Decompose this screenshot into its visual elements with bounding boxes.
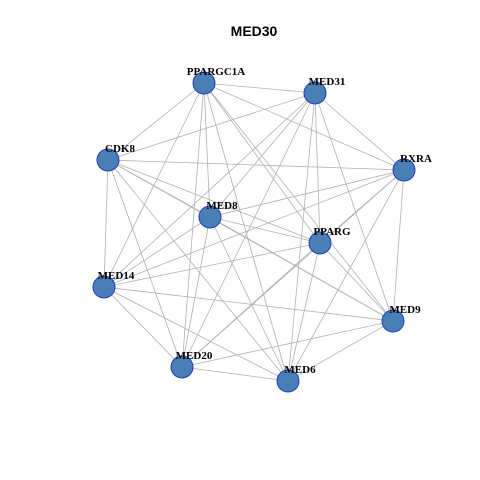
node-circle[interactable] [308, 231, 332, 255]
edge-med14-med6 [103, 286, 289, 382]
edge-ppargc1a-cdk8 [107, 82, 205, 161]
node-med8[interactable]: MED8 [198, 200, 238, 229]
edge-med14-med9 [103, 286, 394, 322]
edge-med14-med20 [103, 286, 183, 368]
edge-med9-med20 [181, 320, 394, 368]
node-cdk8[interactable]: CDK8 [96, 143, 135, 172]
node-med31[interactable]: MED31 [303, 76, 346, 105]
edge-ppargc1a-med31 [203, 82, 316, 94]
edge-med31-med20 [181, 92, 316, 368]
edge-cdk8-med14 [103, 159, 109, 288]
edge-pparg-med14 [103, 242, 321, 288]
node-pparg[interactable]: PPARG [308, 226, 351, 255]
edge-ppargc1a-pparg [203, 82, 321, 244]
edge-cdk8-med20 [107, 159, 183, 368]
edge-med8-med6 [209, 216, 289, 382]
node-label: MED20 [176, 350, 213, 362]
edge-layer [103, 82, 405, 382]
edge-rxra-med8 [209, 169, 405, 218]
node-label: PPARG [313, 226, 351, 238]
edge-med8-med14 [103, 216, 211, 288]
node-circle[interactable] [392, 158, 416, 182]
edge-ppargc1a-rxra [203, 82, 405, 171]
node-label: CDK8 [105, 143, 135, 155]
edge-cdk8-pparg [107, 159, 321, 244]
node-circle[interactable] [192, 71, 216, 95]
edge-pparg-med20 [181, 242, 321, 368]
node-ppargc1a[interactable]: PPARGC1A [187, 66, 246, 95]
edge-ppargc1a-med14 [103, 82, 205, 288]
node-circle[interactable] [170, 355, 194, 379]
edge-med31-rxra [314, 92, 405, 171]
node-med14[interactable]: MED14 [92, 270, 135, 299]
node-med9[interactable]: MED9 [381, 304, 421, 333]
edge-cdk8-med6 [107, 159, 289, 382]
edge-med8-med20 [181, 216, 211, 368]
graph-title: MED30 [231, 23, 278, 39]
edge-pparg-med6 [287, 242, 321, 382]
node-circle[interactable] [381, 309, 405, 333]
edge-ppargc1a-med9 [203, 82, 394, 322]
node-med6[interactable]: MED6 [276, 364, 316, 393]
node-circle[interactable] [276, 369, 300, 393]
node-label: RXRA [400, 153, 432, 165]
edge-pparg-med9 [319, 242, 394, 322]
edge-ppargc1a-med20 [181, 82, 205, 368]
edge-med31-med8 [209, 92, 316, 218]
node-rxra[interactable]: RXRA [392, 153, 432, 182]
node-circle[interactable] [198, 205, 222, 229]
edge-med31-med14 [103, 92, 316, 288]
edge-rxra-med14 [103, 169, 405, 288]
node-label: PPARGC1A [187, 66, 246, 78]
node-circle[interactable] [96, 148, 120, 172]
edge-med31-cdk8 [107, 92, 316, 161]
edge-rxra-med9 [392, 169, 405, 322]
edge-med31-med6 [287, 92, 316, 382]
node-med20[interactable]: MED20 [170, 350, 213, 379]
edge-med8-pparg [209, 216, 321, 244]
node-circle[interactable] [303, 81, 327, 105]
edge-med9-med6 [287, 320, 394, 382]
edge-cdk8-rxra [107, 159, 405, 171]
node-label: MED8 [206, 200, 238, 212]
node-label: MED6 [284, 364, 316, 376]
edge-ppargc1a-med8 [203, 82, 211, 218]
edge-med20-med6 [181, 366, 289, 382]
edge-med31-pparg [314, 92, 321, 244]
node-label: MED14 [98, 270, 135, 282]
node-circle[interactable] [92, 275, 116, 299]
edge-med31-med9 [314, 92, 394, 322]
node-label: MED31 [309, 76, 346, 88]
node-label: MED9 [389, 304, 421, 316]
edge-rxra-med6 [287, 169, 405, 382]
edge-med8-med9 [209, 216, 394, 322]
